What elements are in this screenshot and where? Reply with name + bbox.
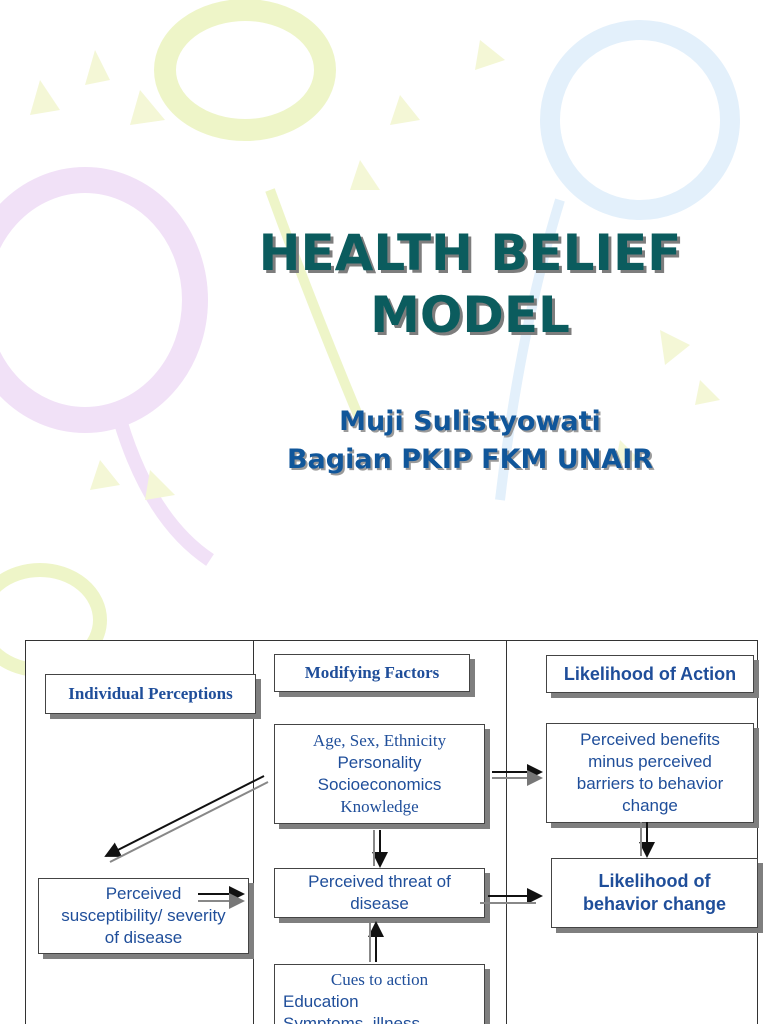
perceived-benefits-line-2: minus perceived (588, 752, 712, 771)
header-individual-perceptions: Individual Perceptions (45, 674, 256, 714)
perceived-susceptibility-line-3: of disease (104, 928, 183, 947)
likelihood-behavior-change-box: Likelihood of behavior change (551, 858, 758, 928)
perceived-susceptibility-box: Perceived susceptibility/ severity of di… (38, 878, 249, 954)
perceived-benefits-line-3: barriers to behavior (576, 774, 724, 793)
perceived-benefits-box: Perceived benefits minus perceived barri… (546, 723, 754, 823)
health-belief-model-diagram: Individual Perceptions Modifying Factors… (25, 640, 758, 1024)
perceived-threat-line-1: Perceived threat of (308, 872, 451, 891)
modifying-factor-knowledge: Knowledge (340, 797, 419, 816)
author-affiliation: Bagian PKIP FKM UNAIR (286, 444, 654, 475)
likelihood-behavior-line-1: Likelihood of (598, 871, 711, 891)
slide-title: HEALTH BELIEF MODEL (200, 222, 740, 346)
perceived-threat-line-2: disease (350, 894, 409, 913)
column-divider-2 (506, 641, 507, 1024)
modifying-factor-personality: Personality (337, 753, 422, 772)
modifying-factor-socioeconomics: Socioeconomics (317, 775, 442, 794)
perceived-threat-box: Perceived threat of disease (274, 868, 485, 918)
likelihood-behavior-line-2: behavior change (582, 894, 727, 914)
title-line-1: HEALTH BELIEF (258, 224, 682, 282)
header-modifying-factors: Modifying Factors (274, 654, 470, 692)
cues-to-action-education: Education (283, 992, 359, 1011)
cues-to-action-box: Cues to action Education Symptoms, illne… (274, 964, 485, 1024)
perceived-susceptibility-line-1: Perceived (105, 884, 182, 903)
perceived-susceptibility-line-2: susceptibility/ severity (61, 906, 226, 925)
title-line-2: MODEL (370, 286, 570, 344)
cues-to-action-symptoms: Symptoms, illness (283, 1014, 420, 1024)
header-likelihood-of-action: Likelihood of Action (546, 655, 754, 693)
modifying-factor-demographics: Age, Sex, Ethnicity (312, 731, 447, 750)
perceived-benefits-line-1: Perceived benefits (580, 730, 720, 749)
modifying-factors-box: Age, Sex, Ethnicity Personality Socioeco… (274, 724, 485, 824)
perceived-benefits-line-4: change (622, 796, 678, 815)
cues-to-action-title: Cues to action (330, 970, 429, 989)
author-name: Muji Sulistyowati (339, 406, 601, 437)
